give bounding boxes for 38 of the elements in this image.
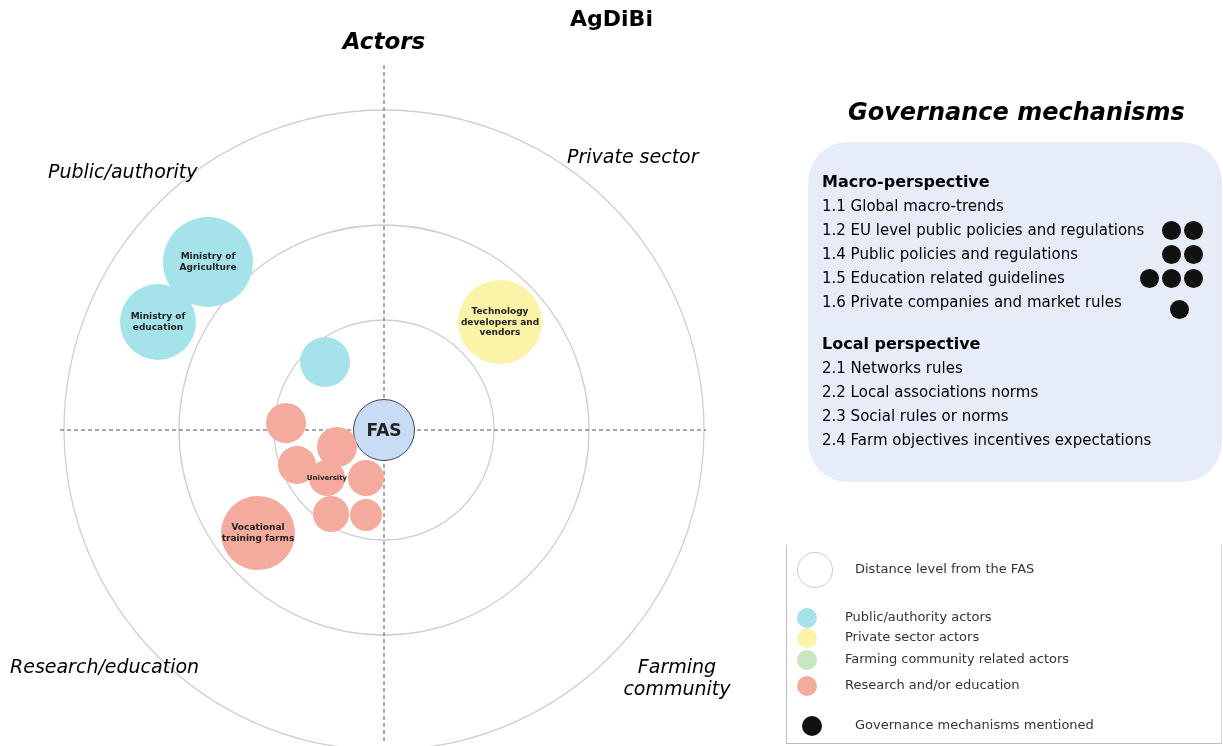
quadrant-label: Research/education bbox=[10, 655, 200, 677]
actor-circle bbox=[266, 403, 306, 443]
actor-circle bbox=[350, 499, 382, 531]
heading: Governance mechanisms bbox=[848, 98, 1185, 126]
mechanism-item: 1.6 Private companies and market rules bbox=[822, 293, 1122, 311]
mechanism-item: 2.3 Social rules or norms bbox=[822, 407, 1009, 425]
mechanism-item: 1.5 Education related guidelines bbox=[822, 269, 1065, 287]
actor-label: Technology developers and vendors bbox=[459, 305, 541, 339]
mechanism-item: 1.1 Global macro-trends bbox=[822, 197, 1004, 215]
legend-label: Research and/or education bbox=[845, 677, 1020, 692]
mechanism-item: 1.4 Public policies and regulations bbox=[822, 245, 1079, 263]
actor-label: Ministry of education bbox=[129, 311, 187, 333]
legend-label: Farming community related actors bbox=[845, 651, 1070, 666]
quadrant-label: Farming community bbox=[622, 655, 732, 699]
legend-label: Distance level from the FAS bbox=[855, 561, 1035, 576]
quadrant-label: Public/authority bbox=[48, 160, 198, 182]
actor-label: Ministry of Agriculture bbox=[178, 251, 238, 273]
mechanism-item: 1.2 EU level public policies and regulations bbox=[822, 221, 1145, 239]
actor-circle bbox=[317, 427, 357, 467]
actor-circle bbox=[313, 496, 349, 532]
mechanism-item: 2.1 Networks rules bbox=[822, 359, 963, 377]
section-heading: Macro-perspective bbox=[822, 172, 990, 191]
actor-label: Vocational training farms bbox=[221, 522, 295, 544]
actor-label: FAS bbox=[366, 419, 402, 441]
actor-circle bbox=[300, 337, 350, 387]
governance-panel bbox=[808, 142, 1222, 482]
legend-label: Governance mechanisms mentioned bbox=[855, 717, 1094, 732]
actor-circle bbox=[348, 460, 384, 496]
actor-circle bbox=[458, 280, 542, 364]
legend-label: Public/authority actors bbox=[845, 609, 992, 624]
title: AgDiBi bbox=[569, 6, 654, 31]
legend-label: Private sector actors bbox=[845, 629, 980, 644]
heading: Actors bbox=[340, 28, 427, 54]
section-heading: Local perspective bbox=[822, 334, 981, 353]
mechanism-item: 2.2 Local associations norms bbox=[822, 383, 1039, 401]
actor-circle bbox=[221, 496, 295, 570]
quadrant-label: Private sector bbox=[567, 145, 699, 167]
mechanism-item: 2.4 Farm objectives incentives expectations bbox=[822, 431, 1152, 449]
